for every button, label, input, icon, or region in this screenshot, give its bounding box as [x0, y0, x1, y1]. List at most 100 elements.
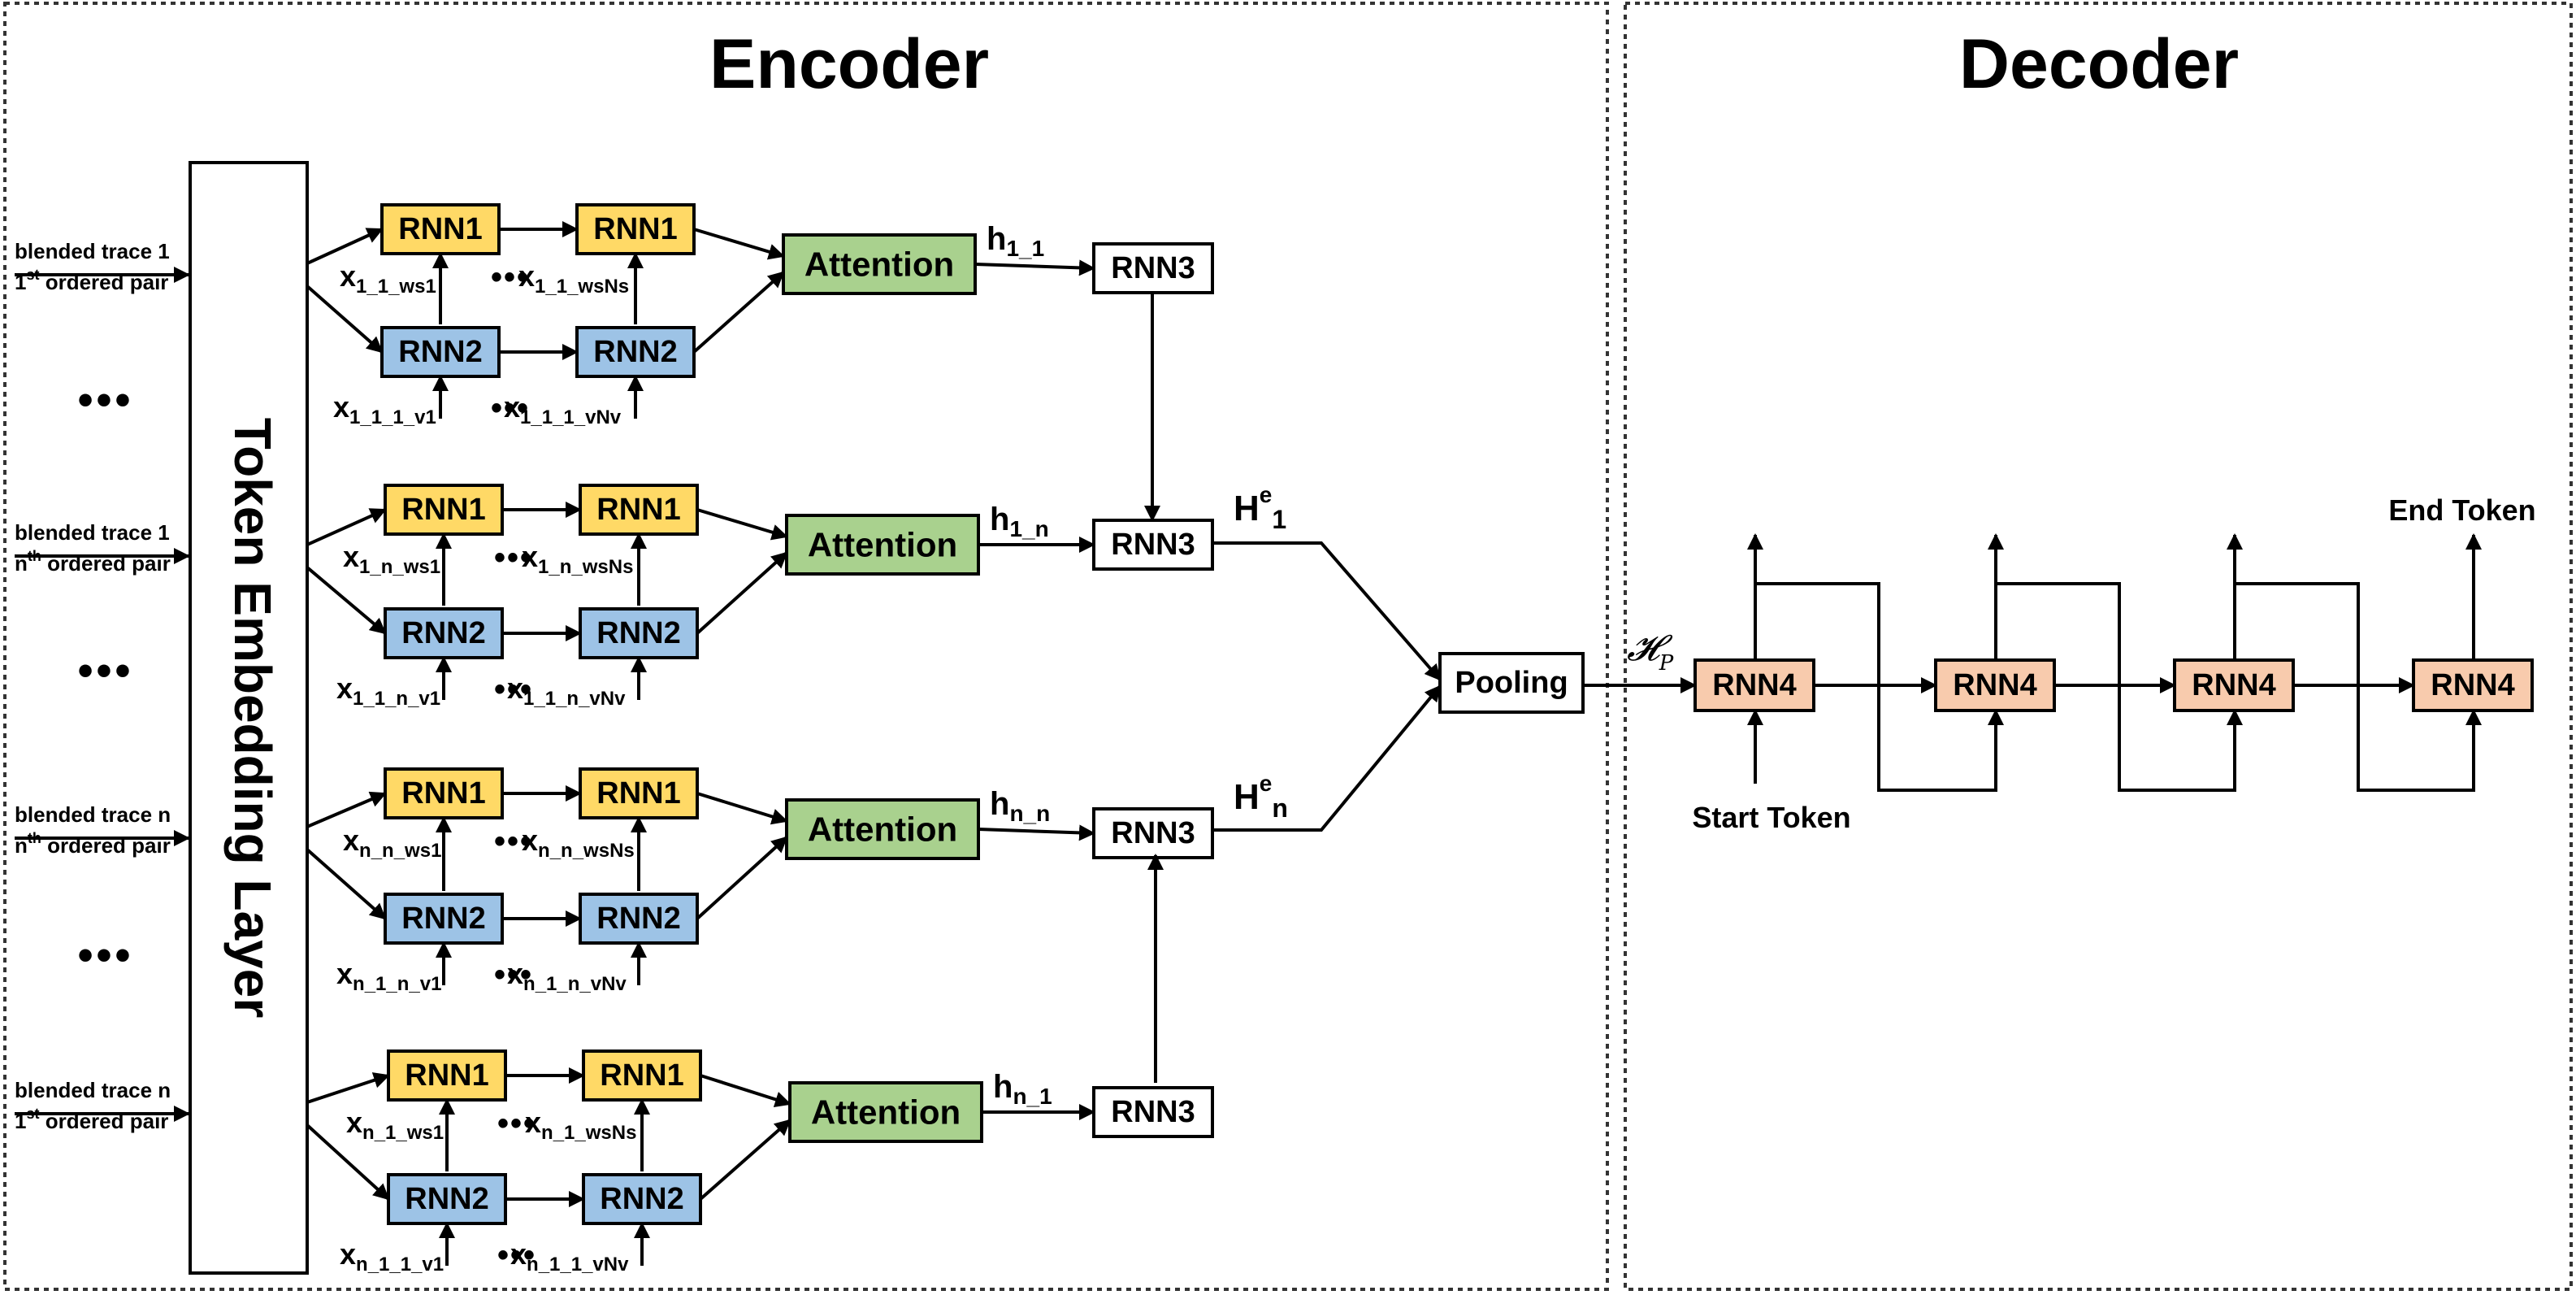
feedback-path: [2235, 582, 2482, 792]
rnn2-box-label: RNN2: [596, 902, 680, 936]
rnn3-box: [1092, 242, 1214, 294]
rnn2-box: [582, 1173, 702, 1225]
x-v1-label: xn_1_n_v1: [336, 957, 441, 995]
fanout-to-rnn1: [306, 508, 387, 546]
rnn1-box-label: RNN1: [596, 776, 680, 810]
ellipsis-small: •••: [494, 540, 533, 576]
rnn3-box: [1092, 1086, 1214, 1138]
encoder-title: Encoder: [709, 25, 989, 103]
attention-to-rnn3: [974, 259, 1095, 276]
rnn1-box-label: RNN1: [401, 493, 485, 527]
feedback-path: [1996, 582, 2243, 792]
ellipsis-small: •••: [491, 259, 530, 295]
x-vn-label: xn_1_1_vNv: [510, 1237, 629, 1275]
ellipsis-small: •••: [494, 823, 533, 859]
rnn2-box-label: RNN2: [401, 902, 485, 936]
input-label-line2: 1st ordered pair: [15, 267, 168, 294]
x-wsn-label: xn_n_wsNs: [522, 823, 635, 862]
x-wsn-label: x1_n_wsNs: [522, 540, 633, 578]
fanout-to-rnn2: [306, 285, 384, 354]
rnn2-to-attention: [692, 271, 785, 354]
x-wsn-label: x1_1_wsNs: [518, 259, 629, 298]
h-label: h1_1: [987, 221, 1044, 261]
rnn2-to-attention: [699, 1119, 791, 1201]
token-embedding-label: Token Embedding Layer: [223, 418, 282, 1019]
rnn2-to-attention: [696, 551, 788, 635]
fanout-to-rnn1: [306, 1072, 390, 1104]
rnn4-box: [1934, 658, 2056, 712]
x-v1-label: x1_1_1_v1: [333, 390, 436, 428]
end-token-label: End Token: [2388, 493, 2535, 527]
x-ws1-label: xn_n_ws1: [343, 823, 441, 862]
rnn2-box-label: RNN2: [593, 335, 677, 369]
rnn4-box-label: RNN4: [2192, 668, 2275, 702]
fanout-to-rnn1: [306, 228, 384, 265]
input-label-line1: blended trace n: [15, 1078, 171, 1102]
rnn1-to-attention: [693, 228, 785, 260]
input-label-line2: 1st ordered pair: [15, 1106, 168, 1133]
hp-label: 𝓗P: [1627, 628, 1674, 676]
input-label-line1: blended trace n: [15, 802, 171, 827]
rnn1-box-label: RNN1: [596, 493, 680, 527]
rnn1-box: [582, 1049, 702, 1102]
he1-label: He1: [1234, 482, 1286, 534]
rnn1-box-label: RNN1: [405, 1058, 488, 1093]
ellipsis-2: •••: [78, 646, 134, 695]
pooling-box: [1438, 652, 1585, 714]
fanout-to-rnn2: [306, 1123, 390, 1201]
ellipsis-small: •••: [494, 671, 533, 707]
rnn1-to-attention: [696, 508, 788, 541]
rnn1-box-label: RNN1: [593, 212, 677, 246]
rnn4-box: [2173, 658, 2295, 712]
x-v1-label: xn_1_1_v1: [340, 1237, 444, 1275]
x-ws1-label: x1_1_ws1: [340, 259, 436, 298]
feedback-path: [1755, 582, 2004, 792]
x-vn-label: xn_1_n_vNv: [507, 957, 627, 995]
rnn1-box: [384, 484, 504, 536]
h-label: hn_n: [990, 786, 1050, 826]
attention-box-label: Attention: [811, 1093, 961, 1132]
attention-box-label: Attention: [808, 526, 957, 564]
he1-to-pooling: [1211, 541, 1442, 681]
rnn1-to-attention: [700, 1074, 791, 1108]
rnn1-to-attention: [696, 792, 788, 825]
rnn4-box-label: RNN4: [2431, 668, 2514, 702]
fanout-to-rnn2: [306, 566, 387, 635]
attention-box: [782, 233, 977, 295]
x-wsn-label: xn_1_wsNs: [525, 1106, 636, 1144]
hen-to-pooling: [1212, 684, 1442, 832]
ellipsis-small: •••: [491, 390, 530, 426]
rnn2-box: [380, 326, 501, 378]
rnn2-to-attention: [696, 836, 788, 920]
rnn2-box-label: RNN2: [596, 616, 680, 650]
attention-box-label: Attention: [808, 810, 957, 849]
fanout-to-rnn2: [306, 848, 387, 920]
rnn3-box-label: RNN3: [1111, 816, 1195, 850]
token-embedding-layer: [189, 161, 309, 1275]
ellipsis-small: •••: [494, 957, 533, 993]
x-v1-label: x1_1_n_v1: [336, 671, 440, 710]
ellipsis-small: •••: [497, 1106, 536, 1141]
start-token-label: Start Token: [1692, 801, 1850, 834]
input-label-line2: nth ordered pair: [15, 830, 171, 858]
decoder-title: Decoder: [1959, 25, 2239, 103]
attention-box-label: Attention: [804, 246, 954, 284]
x-ws1-label: x1_n_ws1: [343, 540, 440, 578]
ellipsis-small: •••: [497, 1237, 536, 1273]
rnn2-box-label: RNN2: [398, 335, 482, 369]
rnn3-box-label: RNN3: [1111, 528, 1195, 562]
rnn1-box: [579, 484, 699, 536]
fanout-to-rnn1: [306, 791, 387, 828]
encoder-frame: [3, 2, 1609, 1291]
rnn3-box-label: RNN3: [1111, 251, 1195, 285]
rnn2-box-label: RNN2: [600, 1182, 683, 1216]
input-label-line2: nth ordered pair: [15, 548, 171, 576]
x-vn-label: x1_1_1_vNv: [504, 390, 622, 428]
